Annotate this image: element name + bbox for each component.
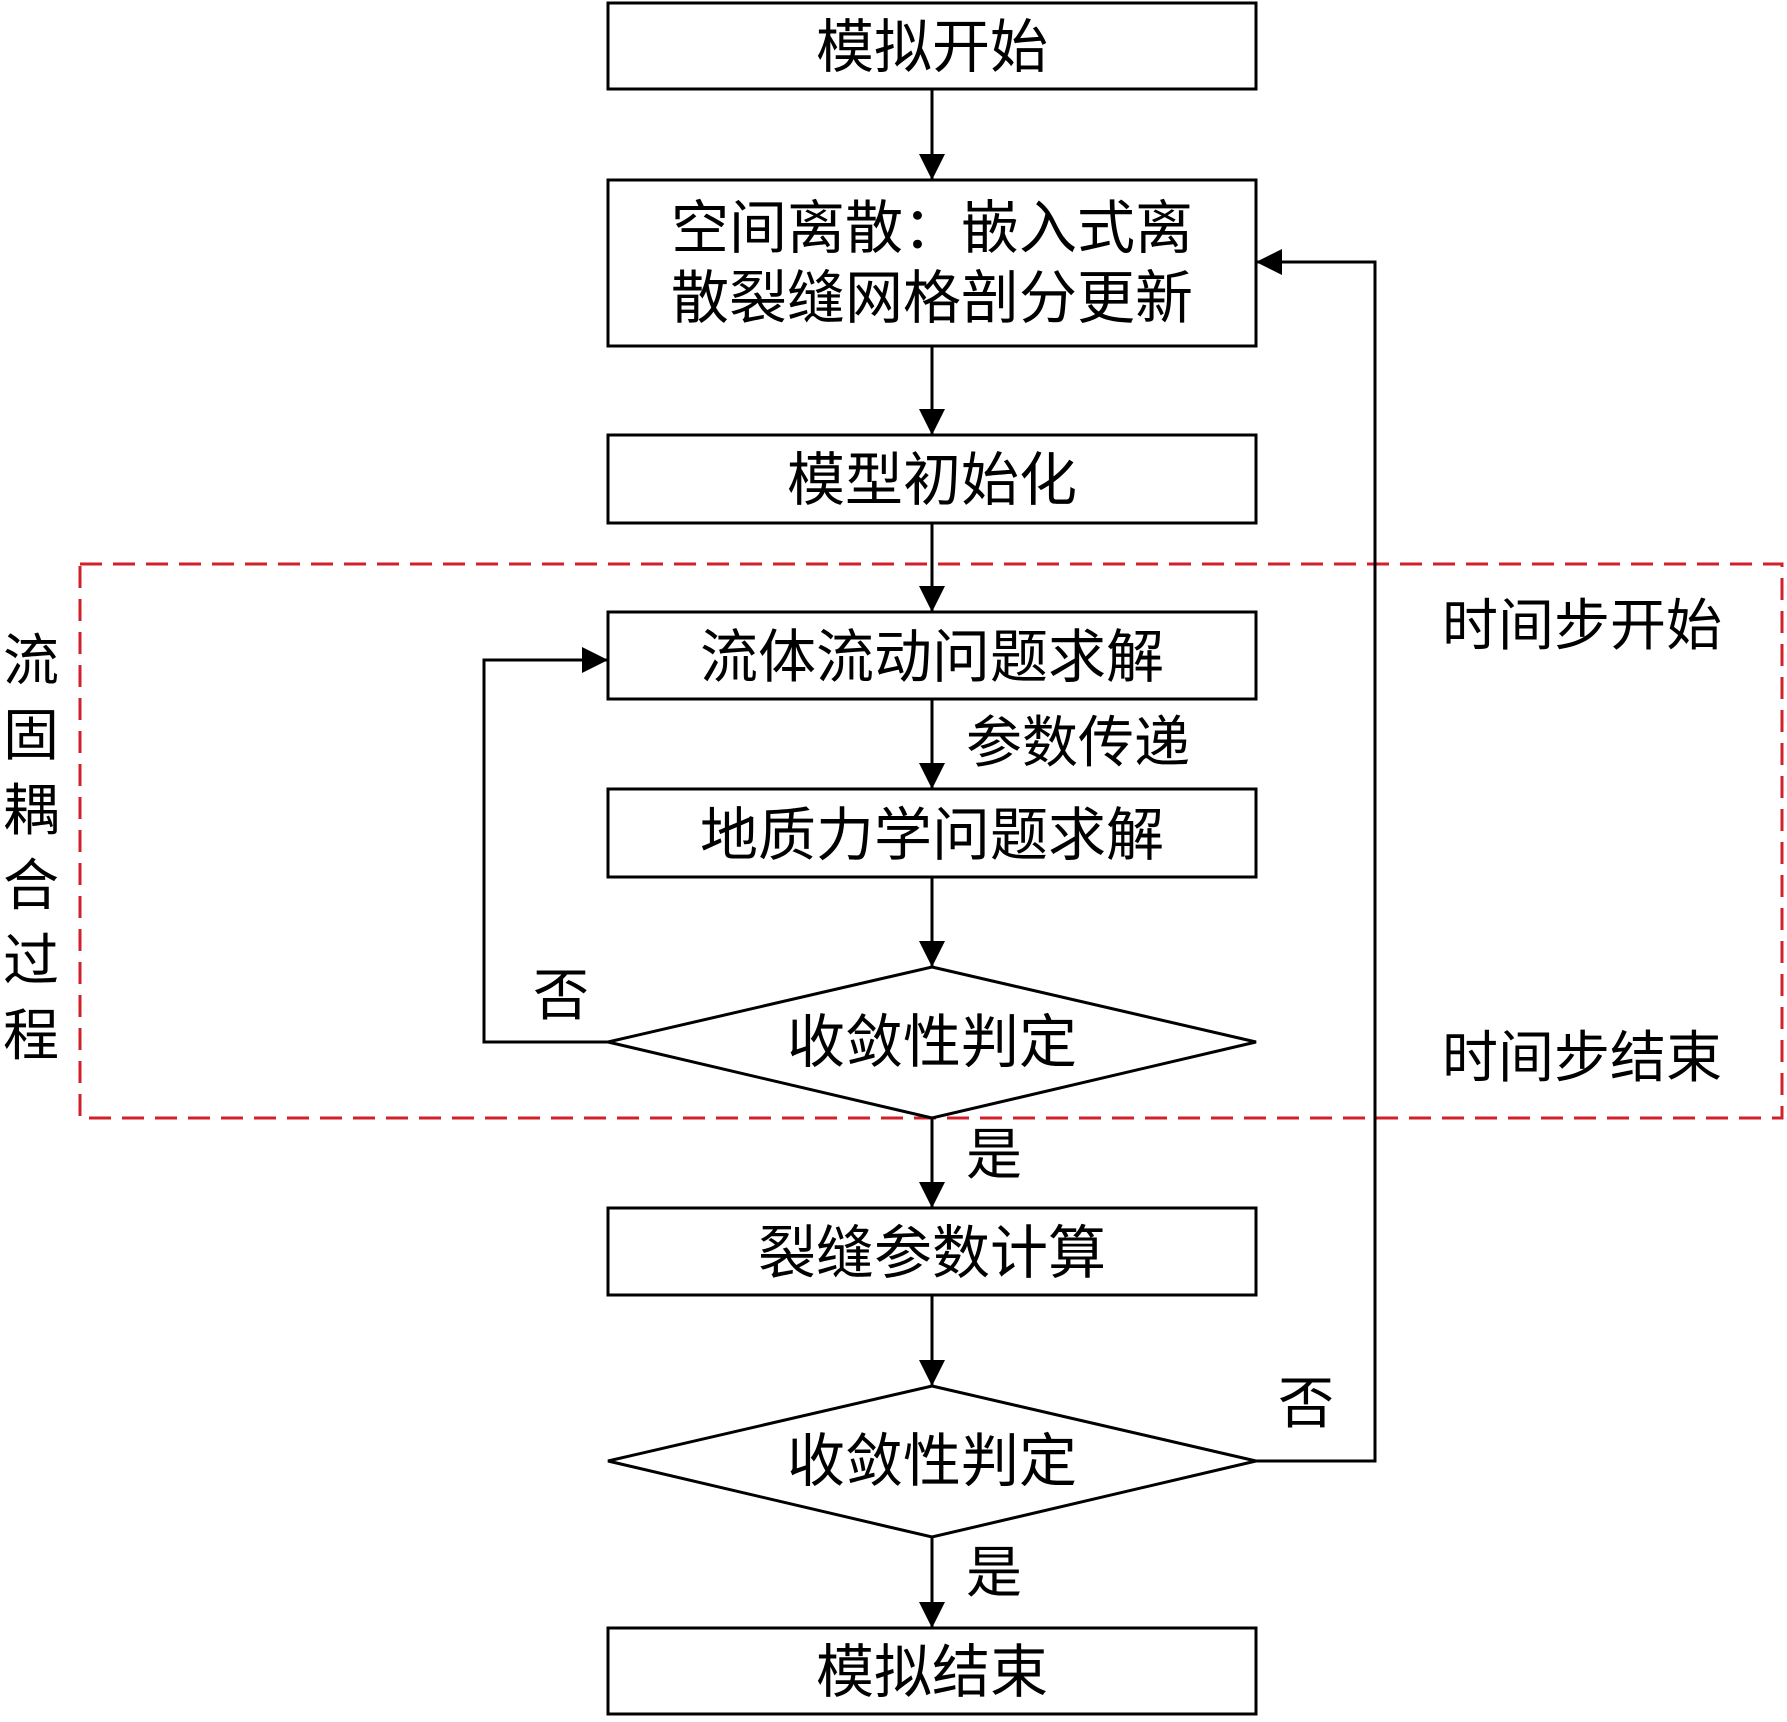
coupling-char: 固 (3, 704, 59, 769)
fluid-label: 流体流动问题求解 (700, 623, 1164, 691)
spatial-discretization-box (606, 178, 1258, 348)
init-label: 模型初始化 (787, 446, 1077, 514)
spatial-label-line1: 空间离散：嵌入式离 (671, 194, 1193, 262)
start-label: 模拟开始 (816, 13, 1048, 81)
no-label-outer: 否 (1278, 1372, 1334, 1437)
no-label-inner: 否 (533, 964, 589, 1029)
coupling-char: 耦 (3, 779, 59, 844)
coupling-char: 程 (3, 1004, 59, 1069)
main-arrows (482, 89, 1377, 1628)
timestep-start-label: 时间步开始 (1442, 594, 1722, 659)
param-transfer-label: 参数传递 (966, 711, 1190, 776)
arrow-inner-loop (482, 647, 608, 1044)
conv2-label: 收敛性判定 (787, 1427, 1077, 1495)
conv1-label: 收敛性判定 (787, 1008, 1077, 1076)
yes-label-inner: 是 (966, 1123, 1022, 1188)
geo-label: 地质力学问题求解 (700, 801, 1164, 869)
yes-label-outer: 是 (966, 1541, 1022, 1606)
fracture-param-box (606, 1206, 1258, 1297)
coupling-char: 过 (3, 929, 59, 994)
end-label: 模拟结束 (816, 1638, 1048, 1706)
end-box (606, 1626, 1258, 1716)
start-box (606, 1, 1258, 91)
coupling-char: 合 (3, 854, 59, 919)
timestep-end-label: 时间步结束 (1442, 1026, 1722, 1091)
arrow-outer-loop (1256, 249, 1377, 1463)
spatial-label-line2: 散裂缝网格剖分更新 (671, 264, 1193, 332)
coupling-char: 流 (3, 629, 59, 694)
fracture-label: 裂缝参数计算 (758, 1219, 1106, 1287)
coupling-process-label: 流 固 耦 合 过 程 (3, 629, 59, 1069)
